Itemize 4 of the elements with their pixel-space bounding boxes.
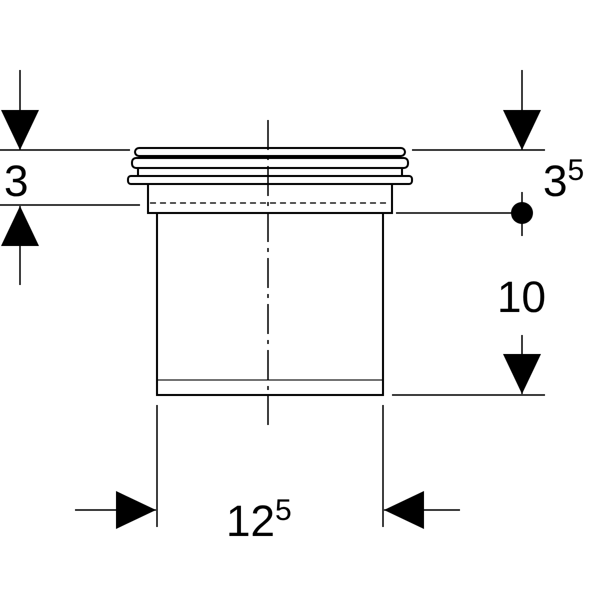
dimension-value: 3$^{5}$ <box>543 160 584 204</box>
dimension-value: 10 <box>497 276 546 320</box>
dimension-value: 12$^{5}$ <box>226 500 292 544</box>
dimension-value: 3 <box>4 160 28 204</box>
